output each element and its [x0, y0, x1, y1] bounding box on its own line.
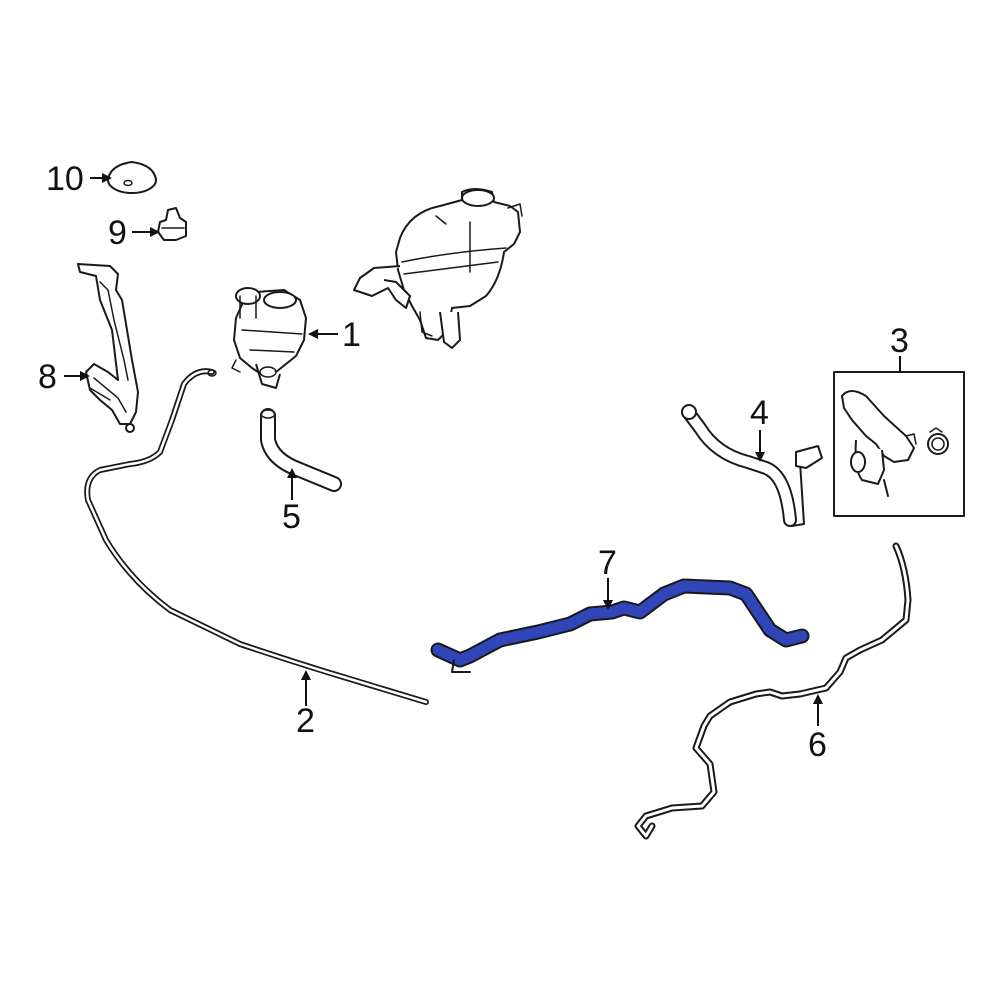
callout-9: 9: [108, 214, 127, 252]
callout-10: 10: [46, 160, 84, 198]
part-7-highlighted-hose[interactable]: [430, 578, 810, 673]
part-6-line[interactable]: [634, 542, 912, 840]
callout-6: 6: [808, 726, 827, 764]
part-10-cap[interactable]: [107, 161, 157, 194]
callout-1: 1: [342, 316, 361, 354]
callout-8: 8: [38, 358, 57, 396]
part-8-bracket[interactable]: [77, 263, 139, 433]
part-4-hose[interactable]: [681, 404, 823, 527]
part-1-pump[interactable]: [231, 287, 307, 389]
callout-4: 4: [750, 394, 769, 432]
part-3-assembly-box[interactable]: [833, 371, 965, 517]
part-9-plug[interactable]: [157, 207, 187, 241]
leader-lines: [64, 173, 901, 726]
coolant-reservoir: [353, 188, 523, 349]
callout-3: 3: [890, 322, 909, 360]
callout-5: 5: [282, 498, 301, 536]
callout-2: 2: [296, 702, 315, 740]
callout-numbers: 1 2 3 4 5 6 7 8 9 10: [38, 160, 909, 764]
part-2-hose[interactable]: [84, 368, 429, 705]
part-5-hose[interactable]: [260, 408, 342, 492]
callout-7: 7: [598, 544, 617, 582]
